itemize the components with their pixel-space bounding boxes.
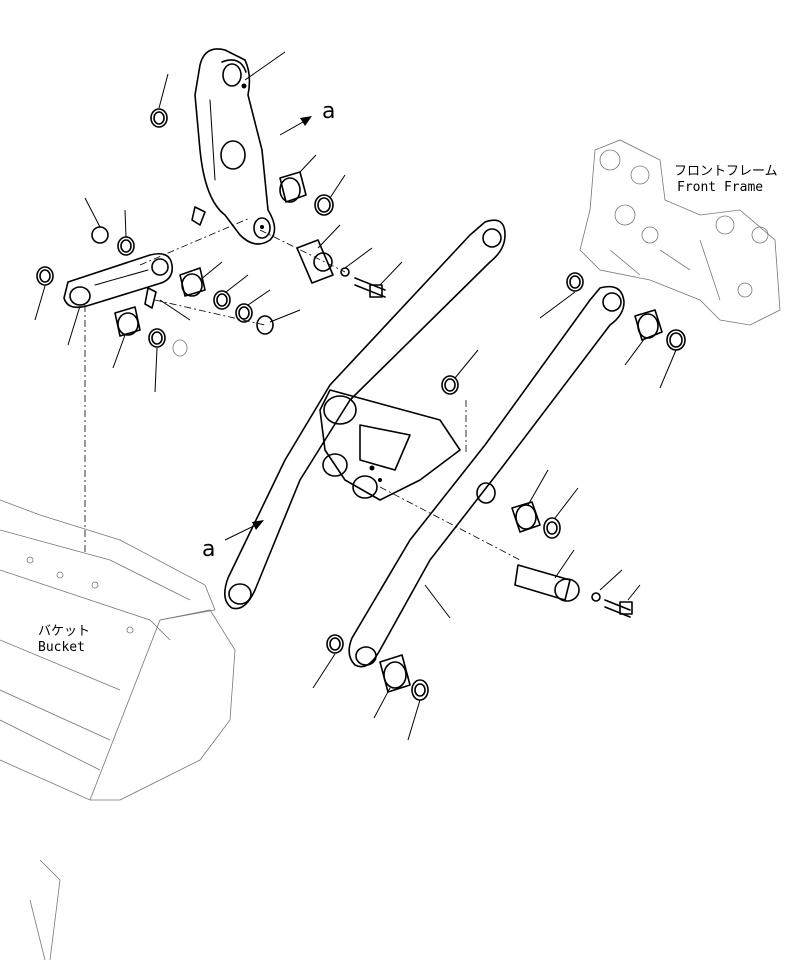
front-frame-label-en: Front Frame	[677, 180, 763, 195]
reference-arrow-top: a	[279, 99, 335, 136]
leader-lines	[34, 51, 677, 741]
bucket-label-en: Bucket	[38, 640, 85, 655]
bucket-link	[63, 252, 174, 309]
bucket-label-jp: バケット	[38, 624, 90, 639]
center-lines	[84, 217, 521, 561]
lift-arm	[224, 219, 625, 668]
bell-crank	[194, 48, 276, 245]
front-frame-outline	[579, 139, 781, 326]
hardware-parts	[36, 108, 686, 701]
front-frame-label-jp: フロントフレーム	[674, 164, 778, 179]
reference-label-top: a	[322, 99, 335, 124]
reference-arrow-left: a	[202, 520, 264, 562]
bucket-outline	[0, 499, 236, 961]
reference-label-left: a	[202, 537, 215, 562]
